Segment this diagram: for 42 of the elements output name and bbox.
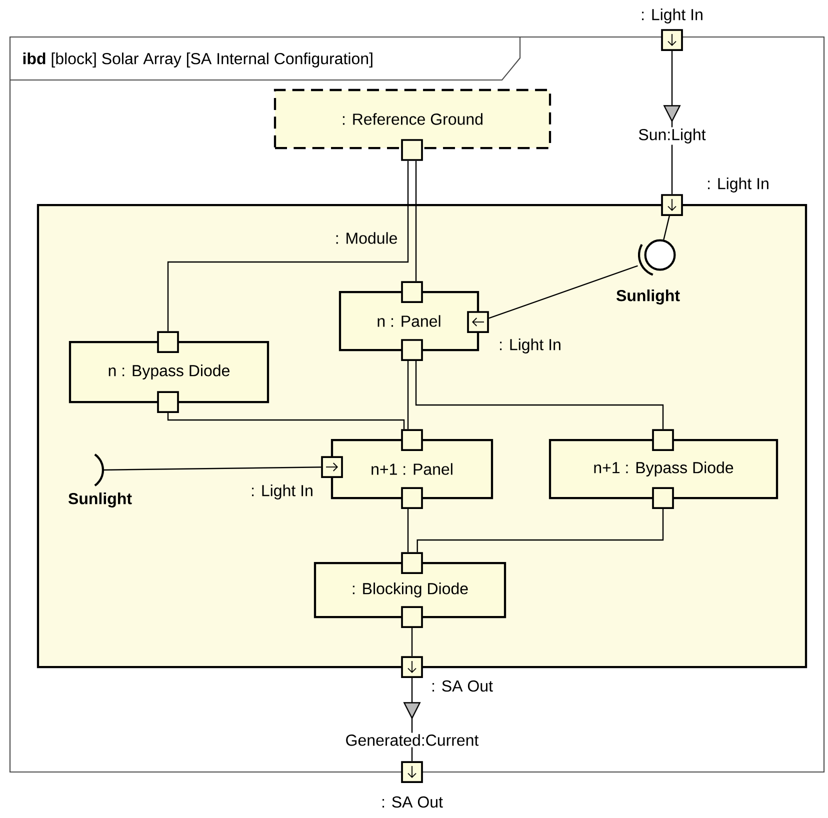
part-label: : Module	[336, 232, 397, 244]
connector	[407, 360, 409, 430]
edge-label: Sun:Light	[636, 127, 708, 145]
edge-label: Generated:Current	[344, 732, 480, 748]
connector	[416, 508, 664, 552]
port-label: : SA Out	[432, 680, 493, 692]
part-box: n+1 : Panel	[330, 438, 494, 500]
port	[401, 429, 423, 451]
interface-label: Sunlight	[616, 290, 680, 304]
port	[401, 339, 423, 361]
connector	[488, 265, 638, 319]
part-box: : Blocking Diode	[314, 562, 506, 618]
connector	[407, 508, 409, 552]
port	[157, 331, 179, 353]
port-label: : Light In	[252, 484, 312, 500]
port	[401, 139, 423, 161]
port-label: : SA Out	[382, 796, 443, 808]
socket-symbol	[638, 244, 654, 276]
port	[401, 281, 423, 303]
connector	[102, 466, 322, 471]
port	[652, 429, 674, 451]
part-box: n+1 : Bypass Diode	[548, 438, 778, 500]
port-label: : Light In	[642, 8, 702, 24]
connector	[663, 216, 670, 240]
port-label: : Light In	[708, 178, 768, 192]
frame-title: ibd [block] Solar Array [SA Internal Configuration]	[23, 52, 372, 68]
interface-label: Sunlight	[68, 492, 132, 508]
port	[401, 487, 423, 509]
connector	[415, 360, 664, 430]
port	[652, 487, 674, 509]
socket-symbol	[94, 454, 104, 486]
port	[401, 552, 423, 574]
connector	[415, 160, 417, 282]
port	[401, 606, 423, 628]
part-box: : Reference Ground	[274, 88, 552, 150]
port-label: : Light In	[500, 338, 560, 354]
connector	[411, 628, 413, 656]
port	[157, 391, 179, 413]
part-box: n : Bypass Diode	[68, 340, 270, 404]
connector	[167, 412, 405, 430]
connector	[167, 160, 409, 332]
part-box: n : Panel	[338, 290, 480, 352]
